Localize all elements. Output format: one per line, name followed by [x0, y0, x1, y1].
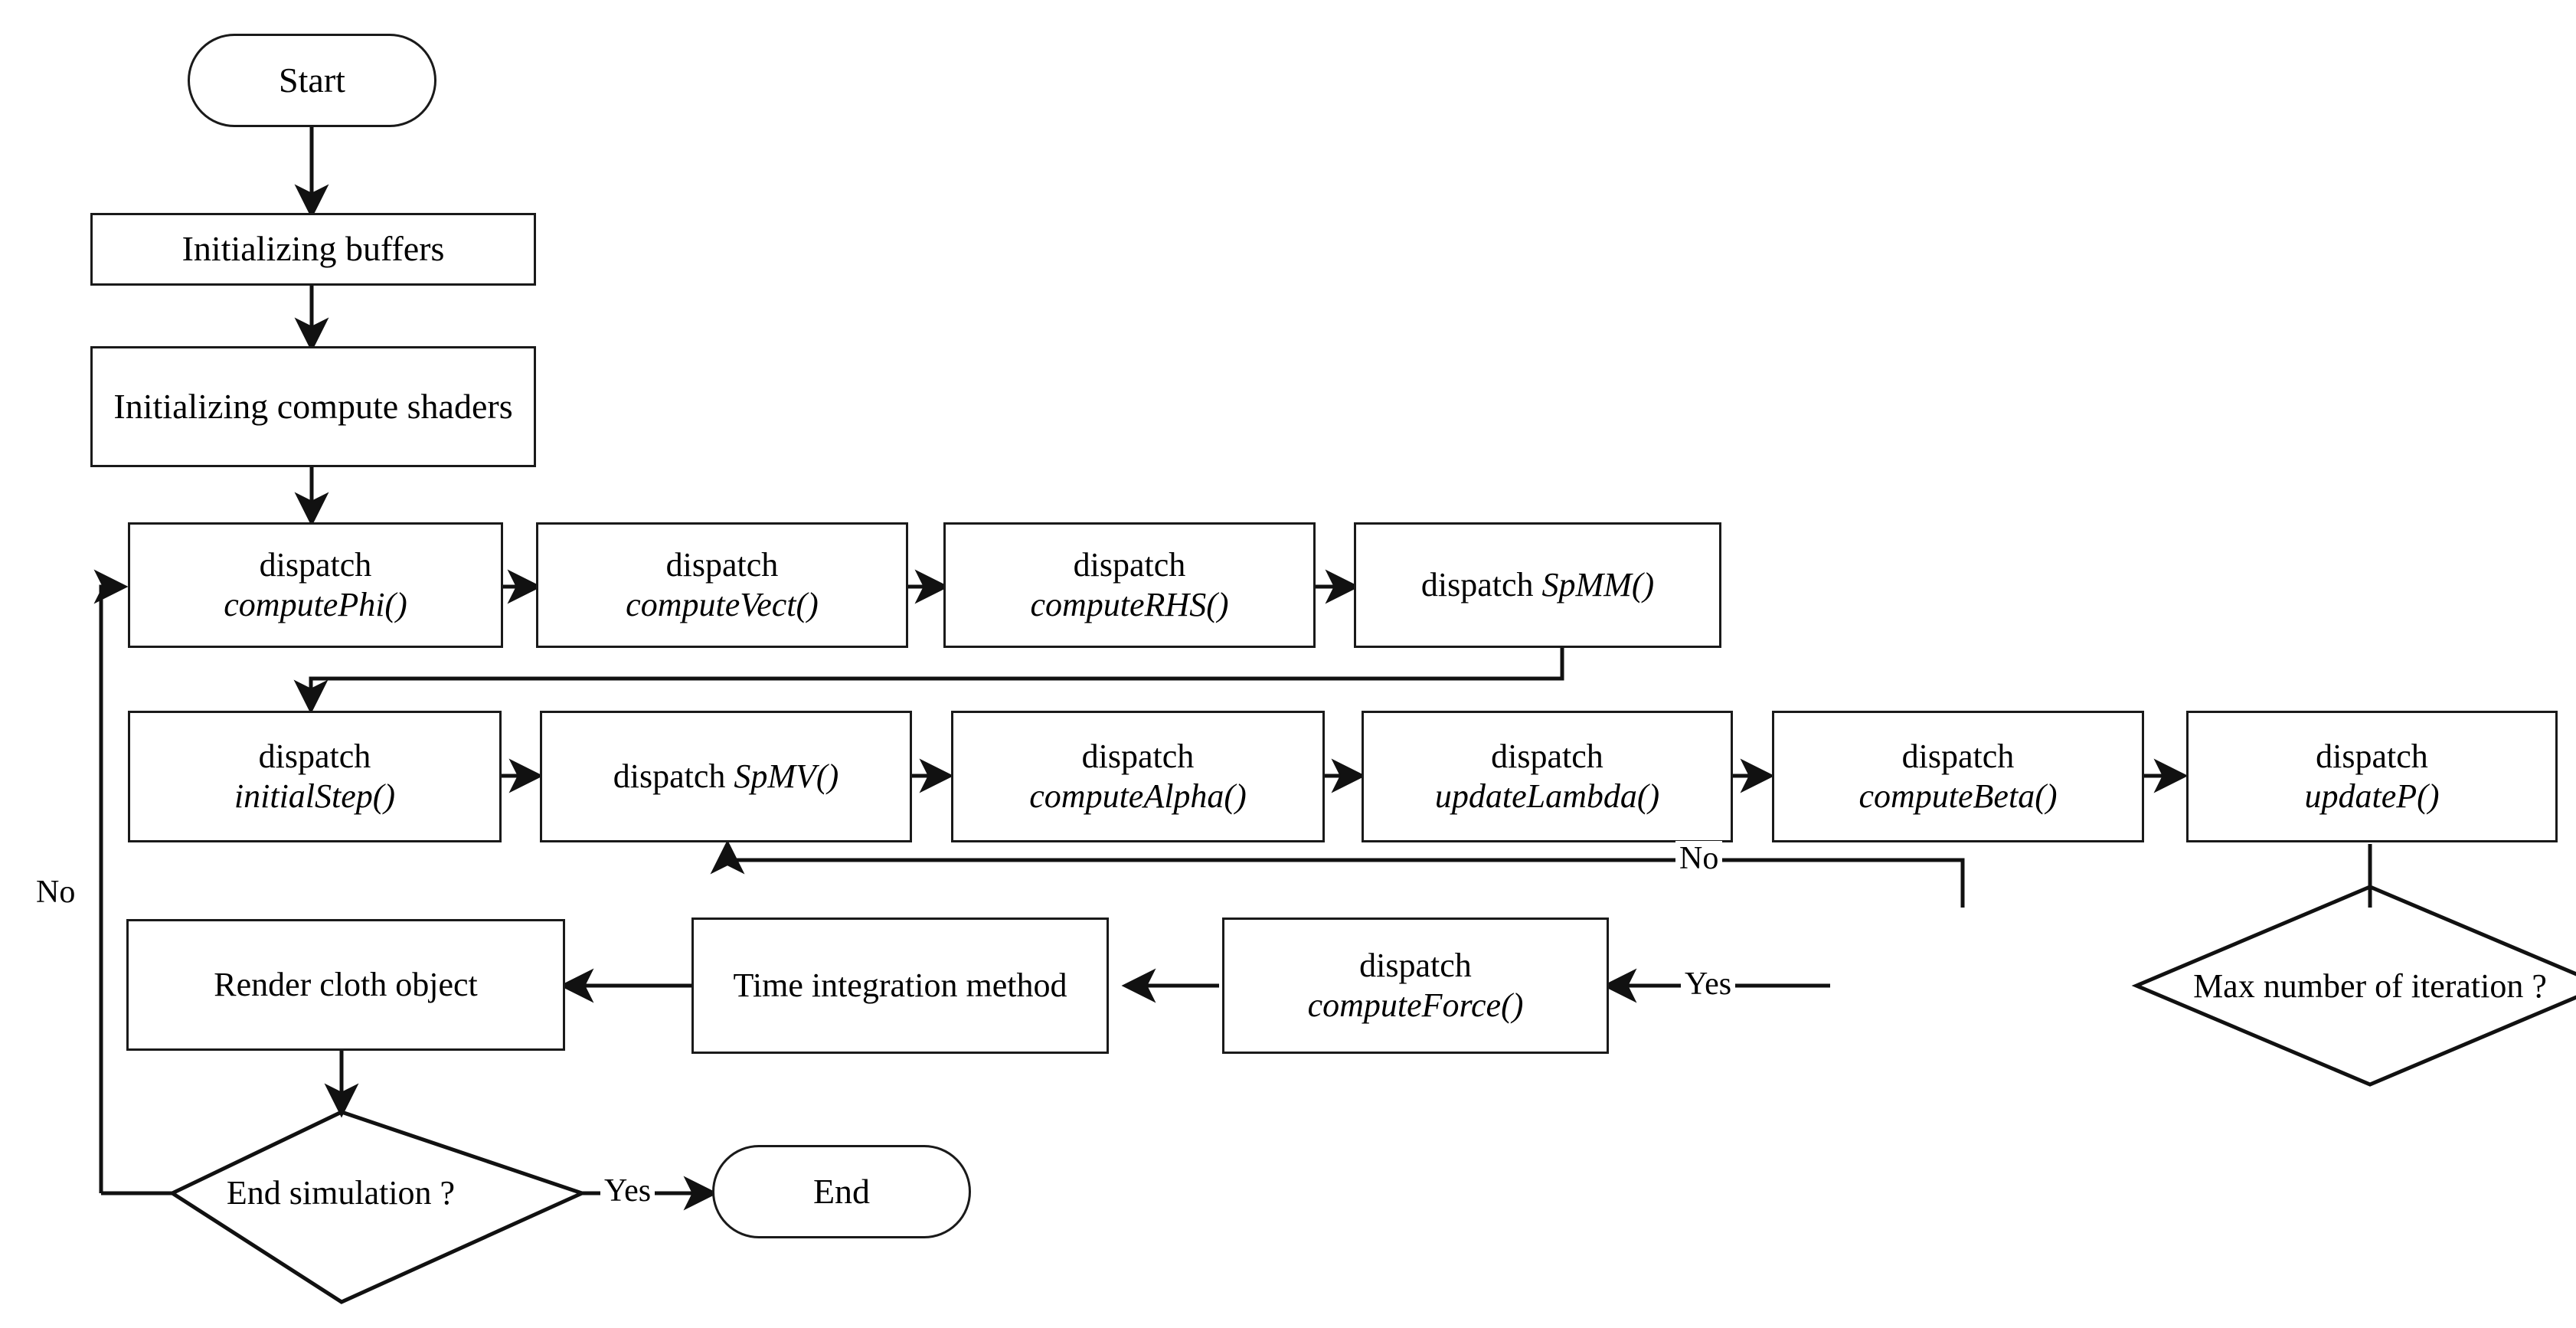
node-initializing-buffers[interactable]: Initializing buffers: [90, 213, 536, 286]
node-dispatch-update-lambda-prefix: dispatch: [1491, 738, 1603, 776]
node-dispatch-compute-phi-fn: computePhi(): [224, 586, 407, 623]
node-dispatch-spmv-fn: SpMV(): [734, 757, 839, 796]
node-render-cloth-object-label: Render cloth object: [214, 966, 478, 1004]
node-dispatch-initial-step-fn: initialStep(): [234, 777, 396, 815]
node-dispatch-initial-step-prefix: dispatch: [258, 738, 371, 776]
node-end[interactable]: End: [712, 1145, 971, 1238]
node-render-cloth-object[interactable]: Render cloth object: [126, 919, 565, 1051]
node-time-integration-method-label: Time integration method: [733, 967, 1067, 1005]
node-dispatch-spmm-prefix: dispatch: [1420, 566, 1542, 604]
node-dispatch-update-p-fn: updateP(): [2304, 777, 2440, 815]
edge-max-iteration-no-to-spmv: [710, 839, 1965, 908]
node-dispatch-compute-alpha-fn: computeAlpha(): [1029, 777, 1247, 815]
node-dispatch-spmv[interactable]: dispatch SpMV(): [540, 711, 912, 842]
node-start-label: Start: [279, 60, 345, 100]
node-dispatch-update-lambda-fn: updateLambda(): [1434, 777, 1660, 815]
node-dispatch-update-p-prefix: dispatch: [2316, 738, 2428, 776]
node-dispatch-update-lambda[interactable]: dispatch updateLambda(): [1362, 711, 1733, 842]
node-start[interactable]: Start: [188, 34, 436, 127]
node-dispatch-compute-rhs-fn: computeRHS(): [1030, 586, 1229, 623]
node-dispatch-spmv-prefix: dispatch: [613, 757, 734, 796]
node-dispatch-spmm[interactable]: dispatch SpMM(): [1354, 522, 1721, 648]
node-dispatch-compute-rhs[interactable]: dispatch computeRHS(): [943, 522, 1316, 648]
node-dispatch-compute-rhs-prefix: dispatch: [1073, 546, 1186, 584]
node-dispatch-compute-beta-prefix: dispatch: [1901, 738, 2015, 776]
node-dispatch-compute-phi[interactable]: dispatch computePhi(): [128, 522, 503, 648]
node-dispatch-compute-force-fn: computeForce(): [1307, 986, 1524, 1024]
edge-end-simulation-no-to-compute-phi: [93, 569, 129, 1193]
node-dispatch-compute-force[interactable]: dispatch computeForce(): [1222, 917, 1609, 1054]
node-dispatch-initial-step[interactable]: dispatch initialStep(): [128, 711, 502, 842]
node-dispatch-compute-beta[interactable]: dispatch computeBeta(): [1772, 711, 2144, 842]
node-dispatch-compute-vect-prefix: dispatch: [665, 546, 779, 584]
edge-spmm-to-initial-step: [293, 648, 1564, 715]
edge-label-end-simulation-no: No: [32, 875, 80, 910]
node-dispatch-compute-beta-fn: computeBeta(): [1858, 777, 2058, 815]
node-end-label: End: [812, 1171, 871, 1211]
node-dispatch-compute-phi-prefix: dispatch: [259, 546, 372, 584]
edge-label-max-iteration-yes: Yes: [1681, 967, 1736, 1002]
node-initializing-buffers-label: Initializing buffers: [181, 229, 445, 269]
node-dispatch-compute-vect[interactable]: dispatch computeVect(): [536, 522, 908, 648]
edge-label-max-iteration-no: No: [1675, 841, 1723, 876]
node-dispatch-compute-alpha-prefix: dispatch: [1081, 738, 1195, 776]
node-dispatch-spmm-fn: SpMM(): [1541, 566, 1655, 604]
node-dispatch-compute-alpha[interactable]: dispatch computeAlpha(): [951, 711, 1325, 842]
node-initializing-compute-shaders[interactable]: Initializing compute shaders: [90, 346, 536, 467]
node-dispatch-compute-force-prefix: dispatch: [1359, 947, 1472, 985]
node-end-simulation-label: End simulation ?: [226, 1174, 456, 1212]
node-dispatch-compute-vect-fn: computeVect(): [626, 586, 819, 623]
node-max-number-of-iteration[interactable]: Max number of iteration ?: [2171, 956, 2569, 1017]
node-end-simulation[interactable]: End simulation ?: [165, 1163, 517, 1224]
node-dispatch-update-p[interactable]: dispatch updateP(): [2186, 711, 2558, 842]
node-time-integration-method[interactable]: Time integration method: [691, 917, 1109, 1054]
node-max-number-of-iteration-label: Max number of iteration ?: [2193, 967, 2547, 1006]
node-initializing-compute-shaders-label: Initializing compute shaders: [113, 386, 513, 426]
edge-label-end-simulation-yes: Yes: [600, 1173, 655, 1209]
